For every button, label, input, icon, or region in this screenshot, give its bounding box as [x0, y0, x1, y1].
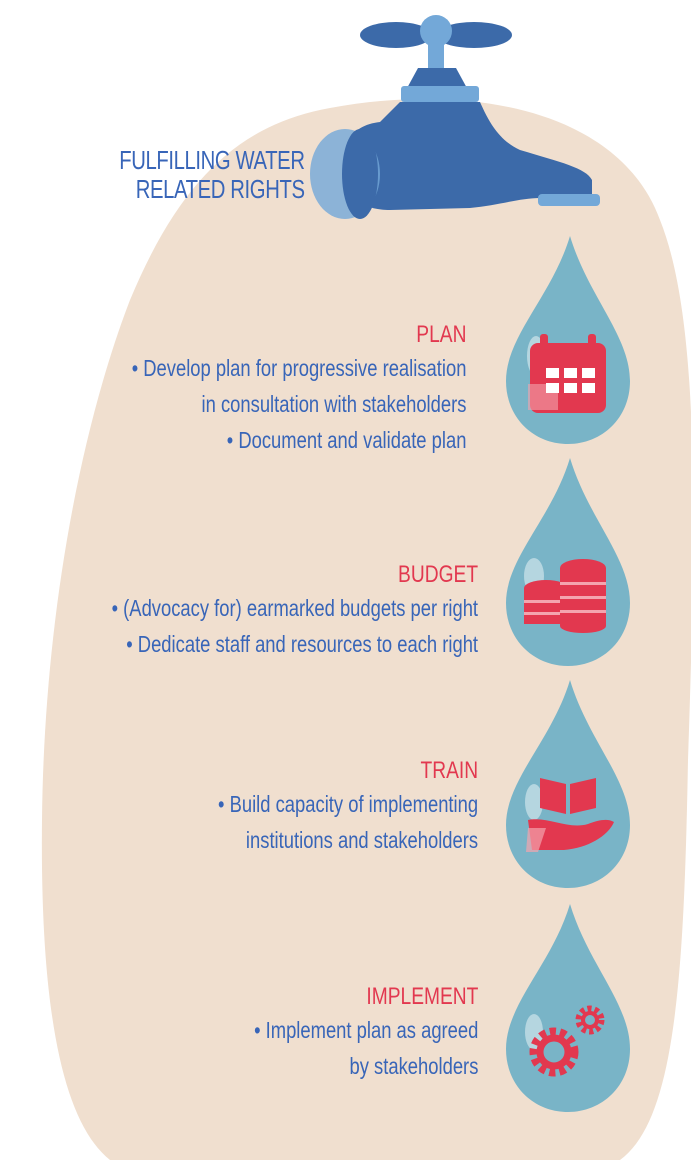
drop-train: [506, 680, 630, 888]
drop-implement: [506, 904, 630, 1112]
title-line-1: FULFILLING WATER: [119, 145, 306, 175]
coins-icon: [524, 559, 606, 633]
step-heading: TRAIN: [420, 757, 478, 784]
step-train: TRAIN • Build capacity of implementing i…: [218, 756, 478, 858]
drop-plan: [506, 236, 630, 444]
step-heading: IMPLEMENT: [365, 983, 478, 1010]
step-heading: PLAN: [415, 321, 466, 348]
book-in-hand-icon: [526, 778, 614, 852]
step-bullet: • Develop plan for progressive realisati…: [131, 355, 466, 381]
step-budget: BUDGET • (Advocacy for) earmarked budget…: [112, 560, 478, 662]
title-line-2: RELATED RIGHTS: [136, 174, 305, 204]
gears-icon: [529, 1005, 605, 1077]
step-bullet: • (Advocacy for) earmarked budgets per r…: [111, 595, 478, 621]
drop-budget: [506, 458, 630, 666]
step-plan: PLAN • Develop plan for progressive real…: [131, 320, 466, 458]
step-bullet: • Build capacity of implementing: [217, 791, 478, 817]
main-title: FULFILLING WATER RELATED RIGHTS: [119, 145, 306, 204]
step-bullet: • Dedicate staff and resources to each r…: [126, 631, 478, 657]
step-heading: BUDGET: [397, 561, 478, 588]
step-bullet: • Implement plan as agreed: [253, 1017, 478, 1043]
step-bullet: in consultation with stakeholders: [201, 391, 466, 417]
faucet-icon: [310, 15, 600, 219]
calendar-icon: [528, 334, 606, 413]
step-implement: IMPLEMENT • Implement plan as agreed by …: [254, 982, 478, 1084]
step-bullet: • Document and validate plan: [226, 427, 466, 453]
step-bullet: institutions and stakeholders: [245, 827, 478, 853]
step-bullet: by stakeholders: [349, 1053, 478, 1079]
